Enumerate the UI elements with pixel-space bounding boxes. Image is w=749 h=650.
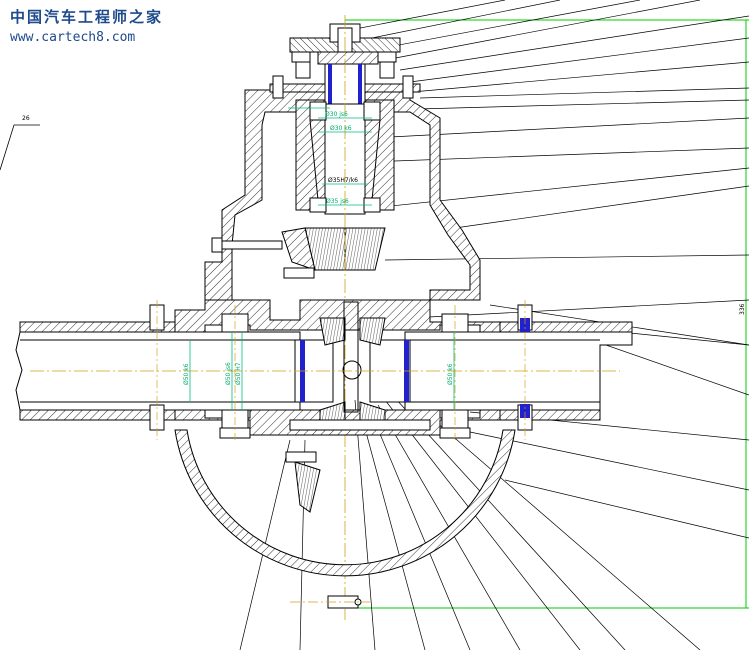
dim-axle-left-3: Ø50 H7: [235, 362, 242, 385]
upper-bearings: [309, 101, 381, 213]
rear-cover-bowl: [174, 429, 516, 577]
dim-bearing-top: Ø30 js6: [325, 111, 348, 118]
drain-plug: [327, 595, 362, 609]
watermark-url: www.cartech8.com: [10, 30, 136, 45]
dim-shaft-top: Ø30 k6: [330, 125, 352, 132]
input-flange: [289, 23, 401, 65]
side-bolt: [211, 237, 315, 279]
top-bolts: [272, 61, 414, 99]
left-leader-label: 26: [22, 115, 30, 122]
left-leader: [0, 124, 40, 171]
leader-lines-bottom: [239, 397, 701, 650]
dim-fit-mid: Ø35H7/k6: [328, 177, 358, 184]
pinion-gear: [281, 227, 386, 271]
bolt-axes: [156, 300, 526, 440]
dim-bearing-bottom: Ø35 js6: [326, 198, 349, 205]
frame-dimension-label: 336: [739, 303, 746, 315]
ring-gear-lower: [285, 419, 431, 513]
dimension-marks: [189, 107, 455, 410]
dim-axle-left-1: Ø50 k6: [183, 363, 190, 385]
watermark-title: 中国汽车工程师之家: [10, 8, 164, 26]
dim-axle-right: Ø50 k6: [447, 363, 454, 385]
dim-axle-left-2: Ø50 js6: [225, 362, 232, 385]
